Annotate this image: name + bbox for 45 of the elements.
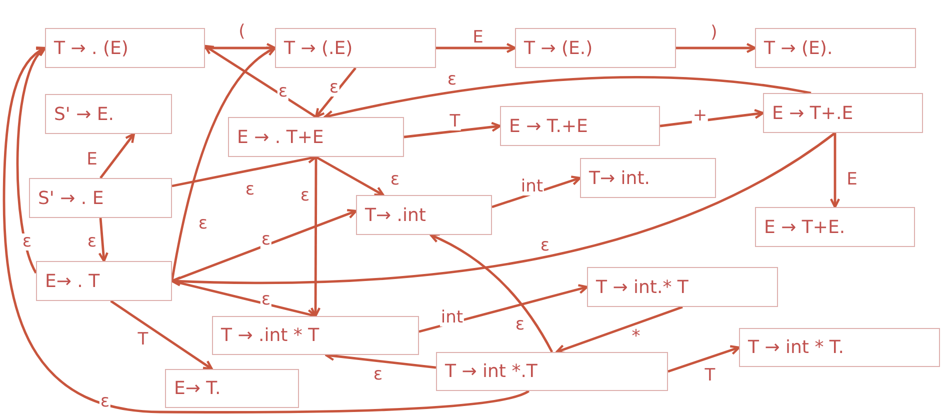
transition-arrow xyxy=(436,42,516,54)
transition-arrow xyxy=(110,300,213,370)
item-state-box: E → T+.E xyxy=(763,93,923,133)
edge-label: T xyxy=(448,114,462,130)
transition-arrow xyxy=(430,234,554,353)
edge-label: + xyxy=(692,108,708,124)
transition-arrow xyxy=(310,157,321,318)
transition-arrow xyxy=(170,132,836,286)
item-state-box: E→ T. xyxy=(165,369,299,408)
item-state-box: T → (E.) xyxy=(515,28,676,68)
transition-arrow xyxy=(170,46,276,282)
transition-arrow xyxy=(315,156,384,196)
item-state-box: S' → . E xyxy=(29,178,172,218)
transition-arrow xyxy=(830,133,840,208)
transition-arrow xyxy=(100,132,135,179)
transition-arrow xyxy=(16,46,46,274)
transition-arrow xyxy=(676,42,756,54)
transition-arrow xyxy=(204,44,317,118)
edge-label: ε xyxy=(21,234,33,250)
item-state-box: T → (.E) xyxy=(275,28,436,68)
transition-arrow xyxy=(418,284,588,333)
edge-label: int xyxy=(440,310,464,326)
item-state-box: T → (E). xyxy=(755,28,916,68)
item-state-box: T → int.* T xyxy=(587,267,778,307)
item-state-box: E→ . T xyxy=(36,261,172,301)
item-state-box: E → T+E. xyxy=(755,207,915,247)
item-state-box: T → int * T. xyxy=(739,328,940,367)
item-state-box: T → int *.T xyxy=(436,352,668,391)
transition-arrow xyxy=(98,218,108,262)
edge-label: ) xyxy=(710,24,718,42)
transition-arrow xyxy=(404,122,502,138)
transition-arrow xyxy=(314,67,356,118)
edge-label: ( xyxy=(238,24,246,40)
item-state-box: T→ .int xyxy=(356,195,492,235)
transition-arrow xyxy=(668,345,740,373)
item-state-box: S' → E. xyxy=(45,94,172,134)
item-state-box: T → .int * T xyxy=(212,316,419,355)
edge-label: int xyxy=(520,178,544,196)
item-state-box: T→ int. xyxy=(580,158,716,198)
transition-arrow xyxy=(660,108,764,128)
item-state-box: E → . T+E xyxy=(228,117,404,157)
item-state-box: E → T.+E xyxy=(500,106,660,146)
item-state-box: T → . (E) xyxy=(45,28,205,68)
transition-arrow xyxy=(2,46,530,414)
transition-arrow xyxy=(556,306,683,354)
